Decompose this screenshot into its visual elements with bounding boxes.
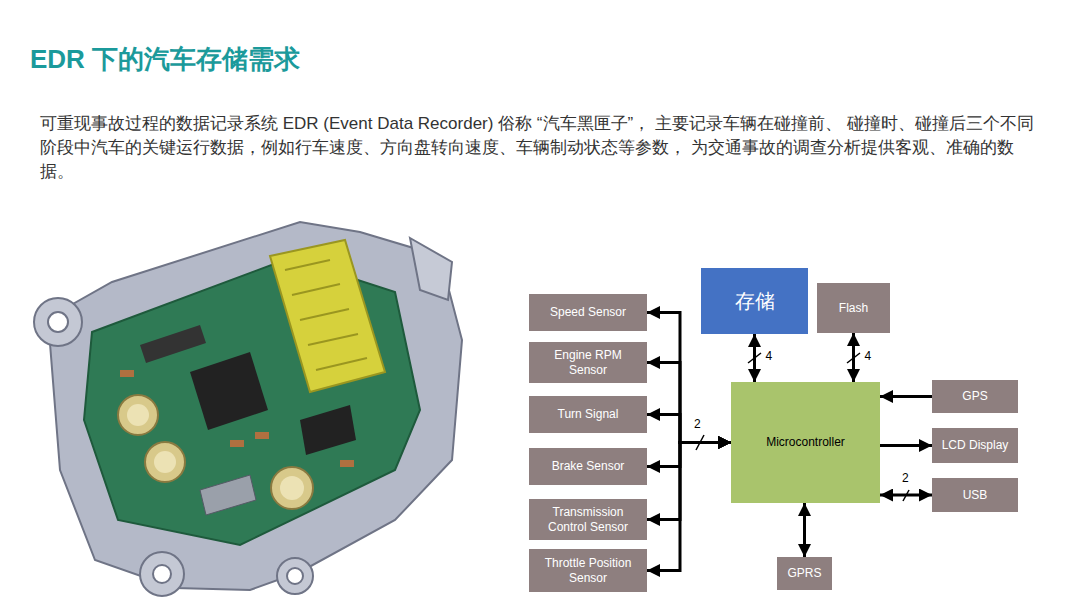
signal-connector (852, 333, 855, 382)
io-box: USB (932, 478, 1018, 512)
signal-connector (647, 443, 731, 571)
sensor-box: Engine RPM Sensor (529, 342, 647, 383)
node-text: Microcontroller (766, 435, 845, 449)
slide-title: EDR 下的汽车存储需求 (30, 42, 300, 77)
bus-width-label: 4 (765, 349, 774, 363)
sensor-box: Transmission Control Sensor (529, 499, 647, 540)
node-text: Speed Sensor (550, 305, 626, 319)
node-text: LCD Display (942, 438, 1009, 452)
capacitor (118, 395, 158, 435)
housing-tab (410, 238, 452, 300)
capacitor-top (280, 476, 304, 500)
connector-block (200, 475, 256, 515)
signal-connector (647, 415, 731, 443)
mounting-ear (277, 558, 313, 594)
signal-connector (647, 443, 731, 467)
mcu-box: Microcontroller (731, 382, 880, 503)
node-text: Brake Sensor (552, 459, 625, 473)
connector-pins (285, 260, 367, 370)
capacitor-top (154, 451, 176, 473)
signal-connector (647, 443, 731, 520)
node-text: GPRS (787, 566, 821, 580)
sensor-box: Turn Signal (529, 396, 647, 433)
node-text: Turn Signal (558, 407, 619, 421)
sensor-box: Throttle Position Sensor (529, 549, 647, 592)
mounting-ear (140, 552, 184, 596)
io-box: LCD Display (932, 428, 1018, 463)
node-text: USB (963, 488, 988, 502)
ic-chip (300, 405, 356, 455)
yellow-connector (270, 240, 385, 392)
io-box: GPRS (777, 557, 832, 590)
sensor-box: Speed Sensor (529, 294, 647, 331)
node-text: 存储 (735, 289, 775, 313)
mounting-hole (48, 312, 68, 332)
bus-width-label: 4 (864, 349, 873, 363)
io-box: GPS (932, 380, 1018, 413)
smd-part (120, 370, 134, 377)
mounting-ear (34, 298, 82, 346)
capacitor-top (127, 404, 149, 426)
node-text: Engine RPM Sensor (534, 348, 642, 377)
ic-chip (140, 325, 206, 363)
smd-part (255, 432, 269, 439)
node-text: GPS (962, 389, 987, 403)
node-text: Throttle Position Sensor (534, 556, 642, 585)
capacitor (271, 467, 313, 509)
signal-connector (880, 494, 932, 497)
smd-part (340, 460, 354, 467)
mounting-hole (287, 568, 303, 584)
capacitor (145, 442, 185, 482)
sensor-box: Brake Sensor (529, 448, 647, 485)
signal-connector (803, 503, 806, 557)
mounting-hole (153, 565, 171, 583)
node-text: Transmission Control Sensor (534, 505, 642, 534)
flash-box: Flash (817, 283, 890, 333)
node-text: Flash (839, 301, 868, 315)
signal-connector (880, 444, 932, 447)
bus-width-label: 2 (693, 417, 702, 431)
smd-part (230, 440, 244, 447)
signal-connector (880, 395, 932, 398)
signal-connector (647, 363, 731, 443)
intro-paragraph: 可重现事故过程的数据记录系统 EDR (Event Data Recorder)… (40, 112, 1045, 184)
circuit-board (84, 258, 420, 545)
signal-connector (753, 334, 756, 382)
processor-chip (190, 352, 268, 430)
metal-housing (48, 222, 462, 590)
storage-box: 存储 (701, 268, 808, 334)
bus-width-label: 2 (901, 471, 910, 485)
